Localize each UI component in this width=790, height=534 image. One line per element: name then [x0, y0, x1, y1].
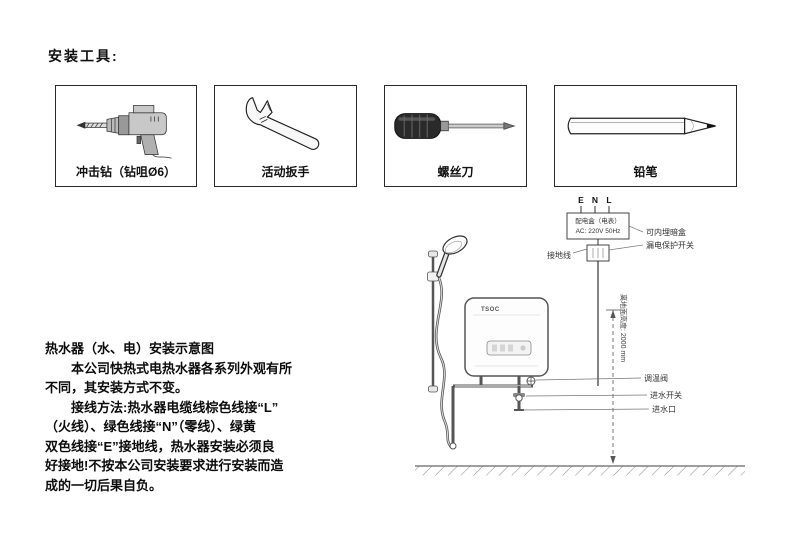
- description-line: 不同，其安装方式不变。: [45, 380, 189, 395]
- tool-box-wrench: 活动扳手: [214, 85, 357, 187]
- installation-description: 热水器（水、电）安装示意图 本公司快热式电热水器各系列外观有所 不同，其安装方式…: [45, 339, 325, 495]
- screwdriver-icon: [393, 113, 516, 139]
- pencil-icon: [567, 117, 716, 135]
- ground-wire-label: 接地线: [547, 250, 571, 260]
- tool-box-screwdriver: 螺丝刀: [384, 85, 527, 187]
- leakage-switch-label: 漏电保护开关: [646, 240, 694, 250]
- heater-brand: TSOC: [481, 307, 500, 313]
- adjustable-wrench-icon: [245, 97, 319, 150]
- tool-label-screwdriver: 螺丝刀: [437, 165, 474, 179]
- water-pipes: [449, 376, 533, 450]
- concealed-box-leader: [628, 225, 644, 233]
- tool-box-pencil: 铅笔: [554, 85, 737, 187]
- hose-connector: [449, 442, 457, 450]
- water-heater-unit: TSOC: [464, 297, 549, 377]
- shower-head: [436, 235, 468, 278]
- distribution-box-rating: AC: 220V 50Hz: [576, 228, 621, 235]
- temp-valve-label: 调温阀: [644, 374, 668, 383]
- description-line: 本公司快热式电热水器各系列外观有所: [45, 360, 293, 376]
- description-line: 成的一切后果自负。: [45, 477, 163, 493]
- inlet-switch-leader: [525, 394, 648, 397]
- height-label: 离地面高度: 2000 mm: [619, 294, 628, 362]
- inlet-leader: [522, 408, 650, 411]
- temperature-valve: [526, 376, 536, 386]
- ground-line: [415, 465, 745, 476]
- description-line: （火线）、绿色线接“N”（零线）、绿黄: [45, 419, 256, 434]
- installation-diagram: E N L 配电盒（电表） AC: 220V 50Hz 可内埋暗盒: [415, 190, 745, 495]
- concealed-box-label: 可内埋暗盒: [646, 227, 686, 237]
- tool-label-impact-drill: 冲击钻（钻咀Ø6）: [75, 165, 176, 179]
- terminal-e: E: [578, 195, 584, 205]
- tool-box-impact-drill: 冲击钻（钻咀Ø6）: [55, 85, 197, 187]
- distribution-box: 配电盒（电表） AC: 220V 50Hz: [566, 212, 630, 240]
- tool-label-wrench: 活动扳手: [261, 165, 310, 179]
- leakage-protection-switch: [586, 244, 610, 262]
- inlet-switch-label: 进水开关: [650, 390, 682, 400]
- impact-drill-icon: [76, 105, 172, 159]
- terminal-labels: E N L: [578, 195, 612, 213]
- distribution-box-name: 配电盒（电表）: [575, 216, 621, 225]
- terminal-n: N: [592, 195, 598, 205]
- description-line: 好接地!不按本公司安装要求进行安装而造: [45, 458, 284, 473]
- description-line: 双色线接“E”接地线，热水器安装必须良: [45, 438, 275, 454]
- inlet-switch-valve: [513, 393, 525, 402]
- tool-label-pencil: 铅笔: [633, 165, 658, 179]
- leakage-switch-leader: [608, 244, 644, 251]
- description-title: 热水器（水、电）安装示意图: [45, 341, 215, 356]
- heater-display: [486, 340, 532, 356]
- terminal-l: L: [606, 195, 611, 205]
- shower-hose: [434, 277, 453, 448]
- inlet-label: 进水口: [652, 404, 676, 414]
- description-line: 接线方法:热水器电缆线棕色线接“L”: [45, 399, 279, 415]
- shower-rail: [427, 250, 439, 393]
- height-dimension: 离地面高度: 2000 mm: [606, 294, 628, 464]
- tools-section-title: 安装工具:: [48, 48, 119, 64]
- ground-wire-leader: [572, 248, 588, 254]
- temp-valve-leader: [535, 377, 642, 381]
